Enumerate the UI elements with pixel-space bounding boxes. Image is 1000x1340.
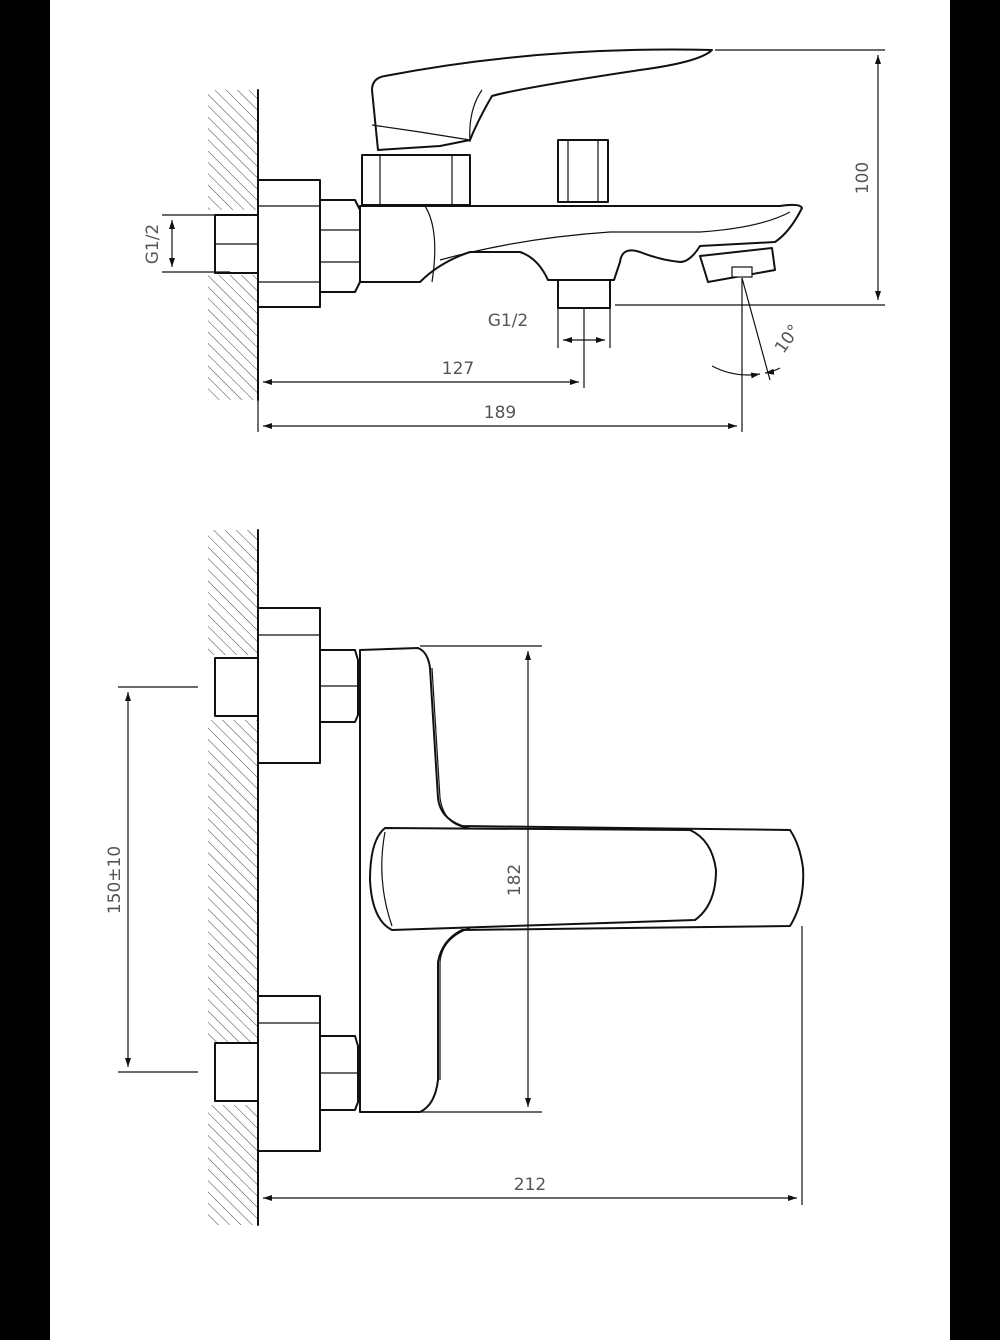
diverter-button-side xyxy=(557,139,609,203)
front-view xyxy=(118,529,805,1226)
side-view xyxy=(162,48,885,432)
dim-total-length xyxy=(263,926,803,1205)
wall-top xyxy=(208,89,259,401)
mixer-body-front xyxy=(359,647,805,1113)
label-height-100: 100 xyxy=(853,162,873,194)
dim-inlet-spacing xyxy=(118,686,198,1073)
inlet-connector-side xyxy=(214,179,361,308)
dim-outlet-distance xyxy=(263,308,585,388)
label-outlet-thread: G1/2 xyxy=(488,311,529,331)
mixer-body-side xyxy=(359,203,803,309)
label-total-depth: 189 xyxy=(484,403,516,423)
dim-inlet-thread xyxy=(162,214,230,273)
inlet-connector-upper xyxy=(214,607,359,764)
inlet-connector-lower xyxy=(214,995,359,1152)
dim-body-height xyxy=(420,645,542,1113)
label-outlet-distance: 127 xyxy=(442,359,474,379)
label-body-height: 182 xyxy=(505,864,525,896)
dim-spout-angle xyxy=(711,277,781,381)
dim-total-depth xyxy=(257,278,743,432)
label-inlet-spacing: 150±10 xyxy=(105,846,125,914)
cartridge-side xyxy=(361,48,713,206)
label-total-length: 212 xyxy=(514,1175,546,1195)
wall-bottom xyxy=(208,529,259,1226)
label-spout-angle: 10° xyxy=(771,321,805,357)
label-inlet-thread: G1/2 xyxy=(143,224,163,265)
